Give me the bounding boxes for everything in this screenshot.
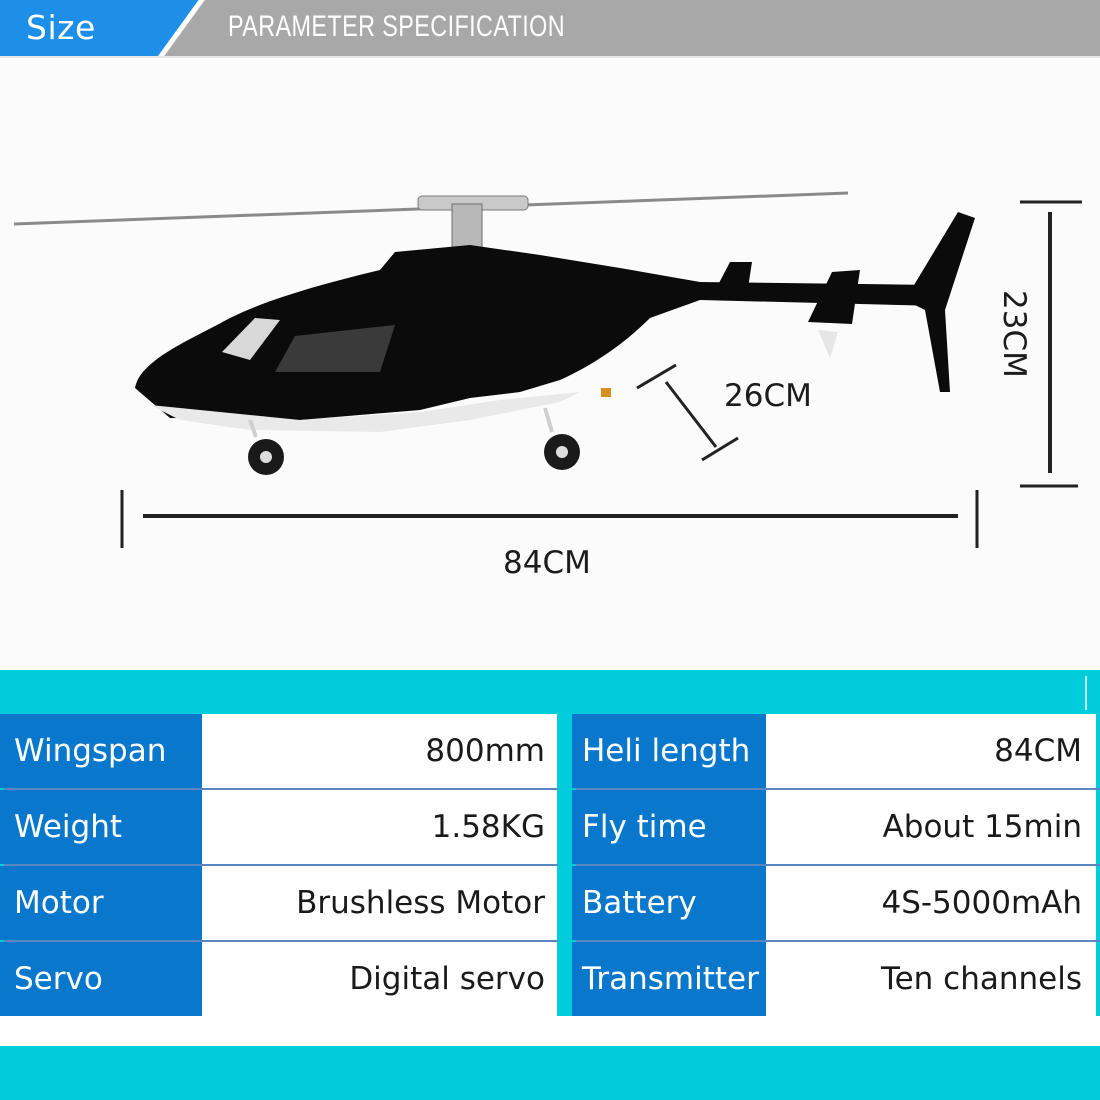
spec-row: Transmitter Ten channels — [572, 942, 1100, 1018]
spec-value: Ten channels — [766, 942, 1096, 1016]
spec-label: Transmitter — [572, 942, 766, 1016]
spec-label: Wingspan — [0, 714, 202, 788]
spec-row: Battery 4S-5000mAh — [572, 866, 1100, 942]
spec-label: Heli length — [572, 714, 766, 788]
tail-dimension-label: 26CM — [724, 378, 812, 414]
spec-column-right: Heli length 84CM Fly time About 15min Ba… — [572, 714, 1100, 1018]
size-tab-label: Size — [26, 8, 96, 47]
length-dimension-label: 84CM — [503, 545, 591, 581]
row-divider — [4, 864, 558, 866]
spec-value: Digital servo — [202, 942, 557, 1016]
spec-column-left: Wingspan 800mm Weight 1.58KG Motor Brush… — [0, 714, 558, 1018]
helicopter-illustration — [13, 191, 1082, 548]
section-header: Size PARAMETER SPECIFICATION — [0, 0, 1100, 58]
spec-gap — [0, 1016, 1100, 1046]
spec-value: About 15min — [766, 790, 1096, 864]
spec-label: Servo — [0, 942, 202, 1016]
spec-row: Weight 1.58KG — [0, 790, 558, 866]
row-divider — [4, 788, 558, 790]
header-underline — [0, 56, 1100, 58]
row-divider — [4, 940, 558, 942]
row-divider — [576, 940, 1100, 942]
spec-label: Weight — [0, 790, 202, 864]
spec-value: 1.58KG — [202, 790, 557, 864]
spec-value: 4S-5000mAh — [766, 866, 1096, 940]
spec-value: 84CM — [766, 714, 1096, 788]
spec-table: Wingspan 800mm Weight 1.58KG Motor Brush… — [0, 714, 1100, 1018]
spec-row: Servo Digital servo — [0, 942, 558, 1018]
spec-band-bottom — [0, 1046, 1100, 1100]
spec-row: Motor Brushless Motor — [0, 866, 558, 942]
row-divider — [576, 864, 1100, 866]
band-tick — [1085, 676, 1087, 710]
product-photo — [0, 58, 1100, 670]
header-title: PARAMETER SPECIFICATION — [228, 10, 566, 43]
row-divider — [576, 788, 1100, 790]
spec-row: Heli length 84CM — [572, 714, 1100, 790]
spec-row: Fly time About 15min — [572, 790, 1100, 866]
spec-value: Brushless Motor — [202, 866, 557, 940]
spec-row: Wingspan 800mm — [0, 714, 558, 790]
spec-value: 800mm — [202, 714, 557, 788]
spec-label: Battery — [572, 866, 766, 940]
height-dimension-label: 23CM — [996, 290, 1032, 378]
spec-label: Fly time — [572, 790, 766, 864]
spec-label: Motor — [0, 866, 202, 940]
spec-band-top — [0, 670, 1100, 714]
